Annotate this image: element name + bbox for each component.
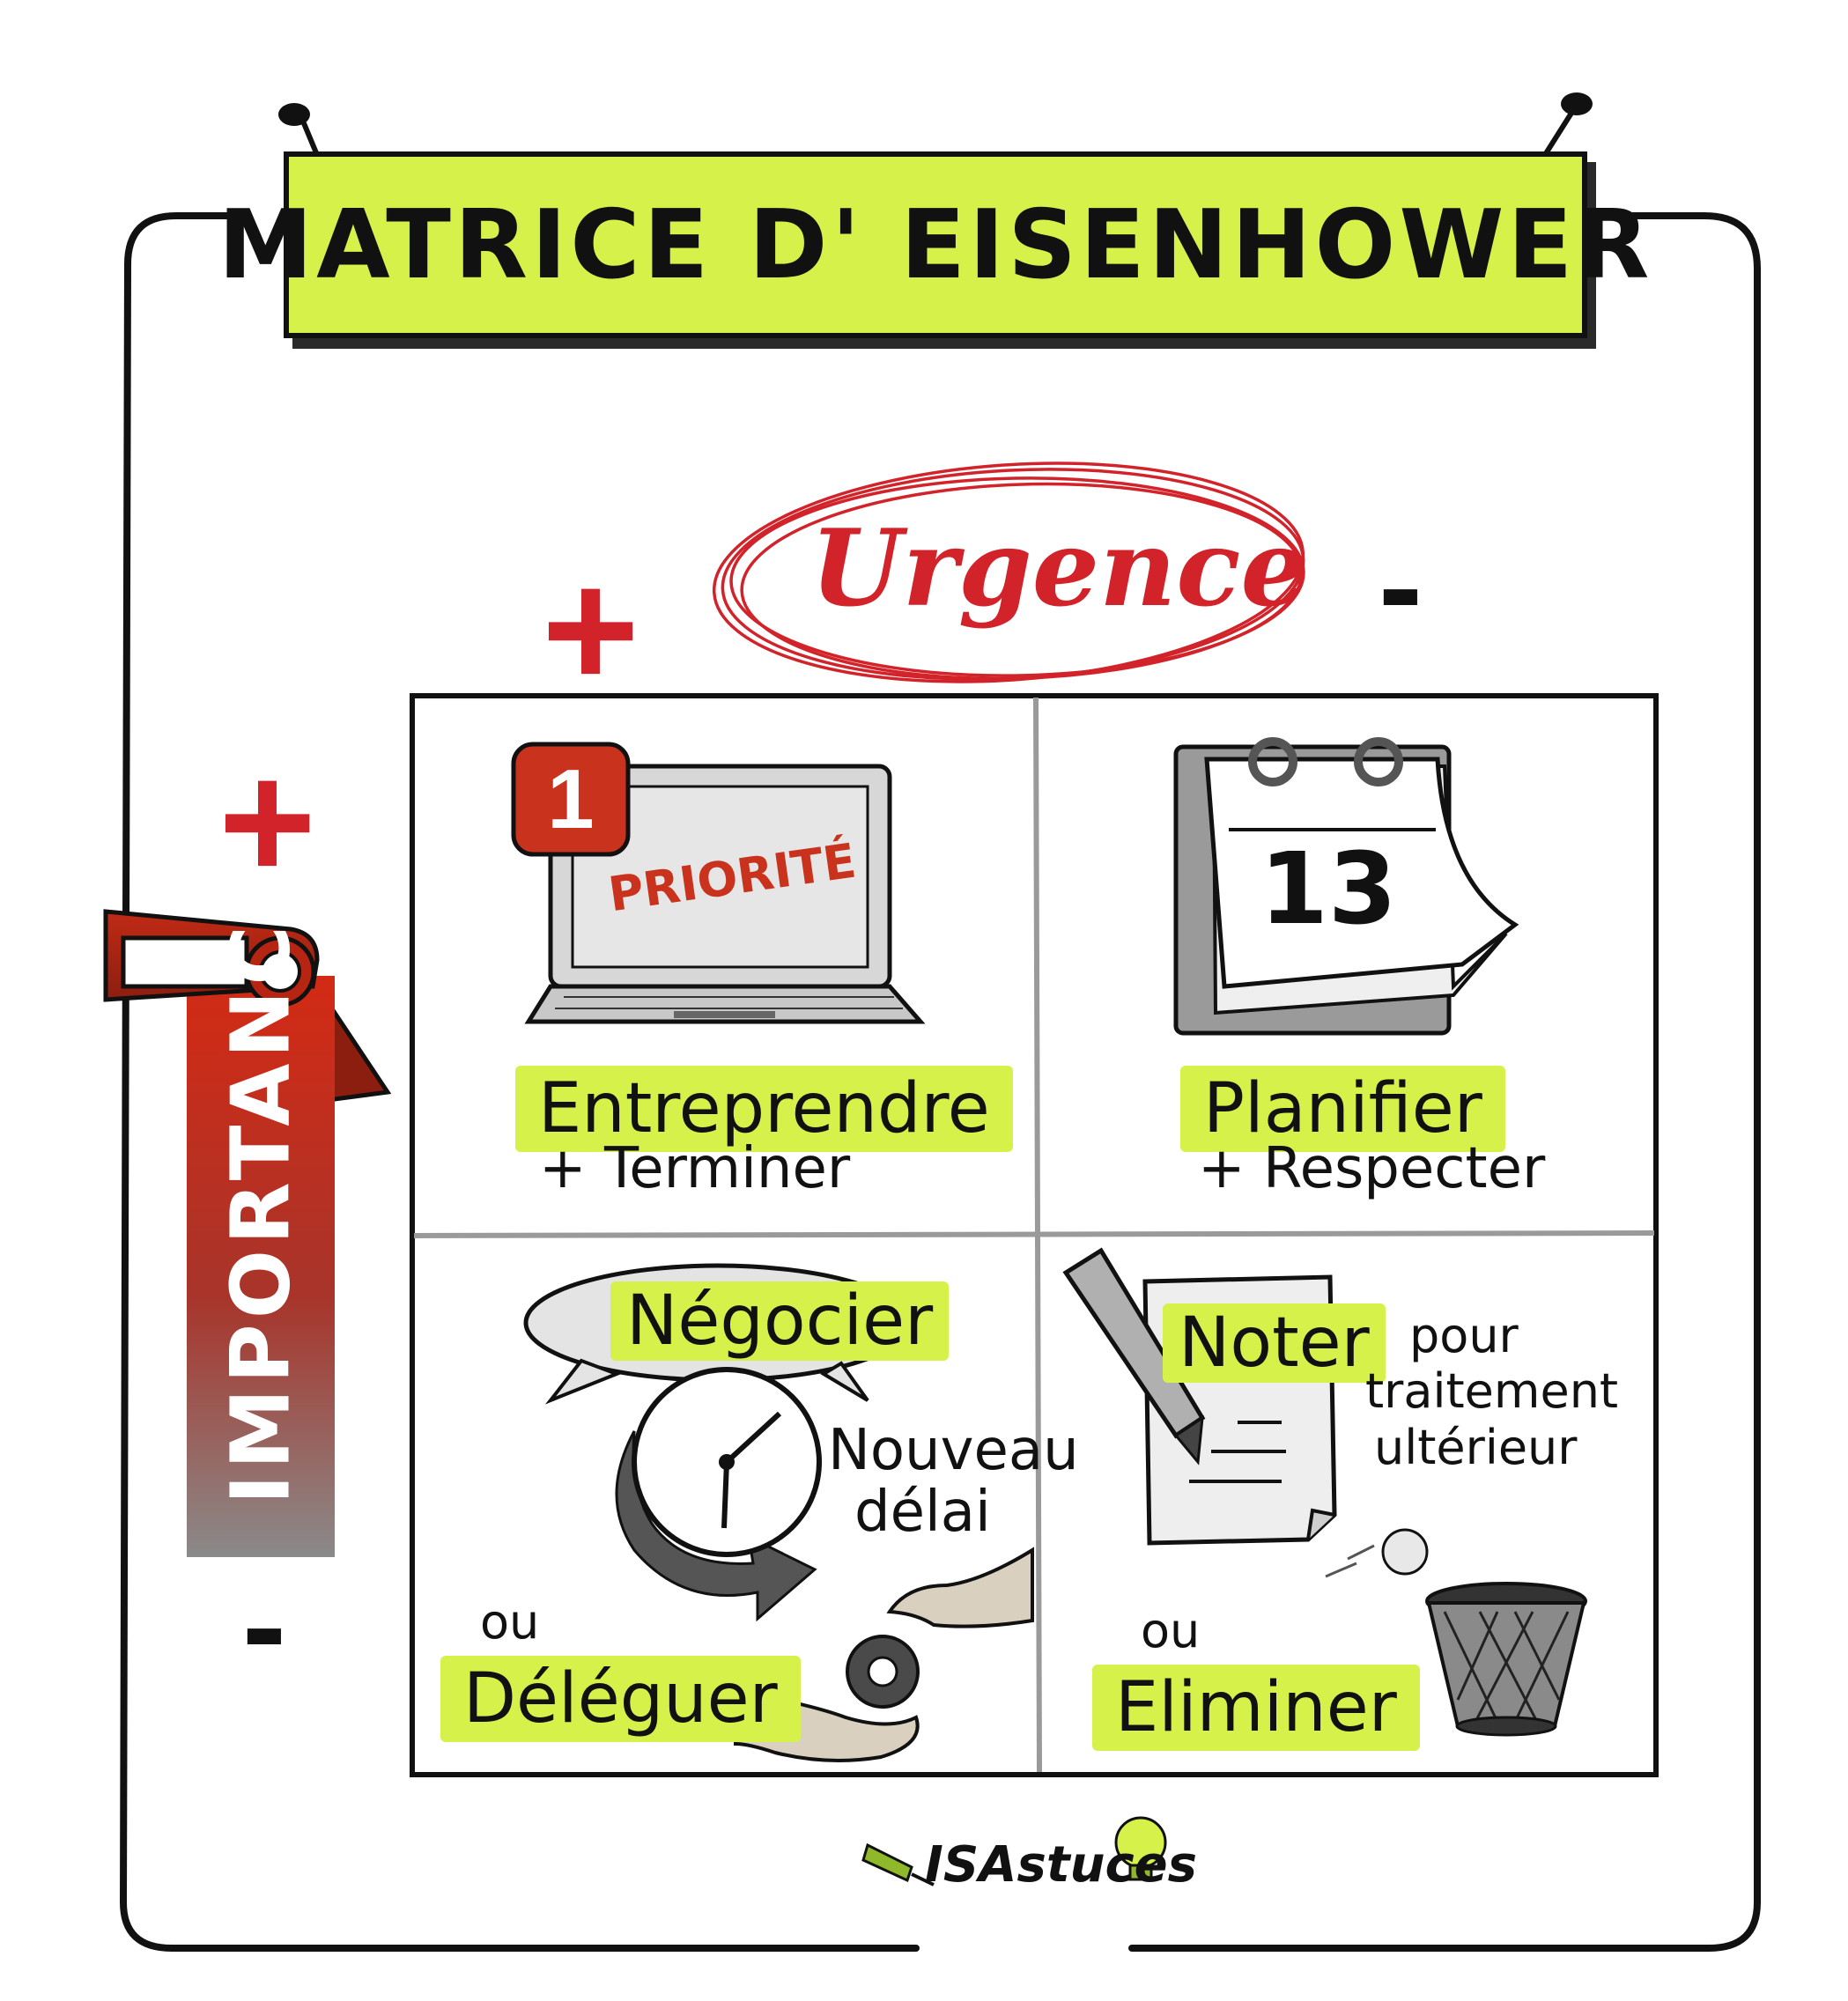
lightbulb-icon [1114, 1816, 1167, 1881]
outer-frame-right [1128, 212, 1761, 1952]
plug-icon [861, 1842, 935, 1887]
q4-or: ou [1141, 1603, 1201, 1658]
logo-text: ISAstuces [925, 1836, 1197, 1894]
paper-ball-icon [1325, 1528, 1429, 1578]
gear-icon [846, 1635, 920, 1709]
q4-note-3: ultérieur [1374, 1420, 1578, 1475]
importance-plus-sign: + [218, 728, 316, 915]
matrix-horizontal-divider [413, 1230, 1655, 1238]
bookmark-tag-icon [103, 909, 392, 1557]
outer-frame [119, 212, 920, 1952]
importance-label: IMPORTANCE [213, 860, 308, 1505]
q3-action: Négocier [610, 1281, 950, 1361]
q4-alt: Eliminer [1092, 1665, 1420, 1751]
q1-sub: + Terminer [539, 1136, 851, 1201]
q3-clock-note-1: Nouveau [828, 1418, 1079, 1483]
trash-bin-icon [1425, 1582, 1587, 1737]
q4-note-2: traitement [1365, 1363, 1619, 1419]
clock-icon [615, 1367, 822, 1622]
urgence-circle [712, 461, 1305, 683]
q1-action: Entreprendre [515, 1066, 1013, 1152]
q4-action: Noter [1163, 1303, 1386, 1383]
calendar-day: 13 [1260, 832, 1397, 947]
title-banner: MATRICE D' EISENHOWER [218, 151, 1649, 338]
q3-clock-note-2: délai [854, 1480, 991, 1545]
q2-sub: + Respecter [1198, 1136, 1546, 1201]
urgency-label: Urgence [810, 506, 1308, 631]
laptop-icon [524, 764, 926, 1024]
q2-action: Planifier [1180, 1066, 1505, 1152]
calendar-icon [1173, 737, 1519, 1036]
q3-or: ou [480, 1594, 540, 1650]
q4-note-1: pour [1409, 1308, 1519, 1363]
urgency-minus-sign: - [1379, 512, 1423, 660]
importance-minus-sign: - [242, 1551, 286, 1699]
q1-badge-number: 1 [547, 751, 595, 846]
pencil-icon [1062, 1247, 1206, 1466]
page-title: MATRICE D' EISENHOWER [218, 189, 1653, 300]
urgency-plus-sign: + [542, 536, 639, 723]
q3-alt: Déléguer [440, 1656, 801, 1742]
notification-badge-icon [511, 742, 631, 857]
